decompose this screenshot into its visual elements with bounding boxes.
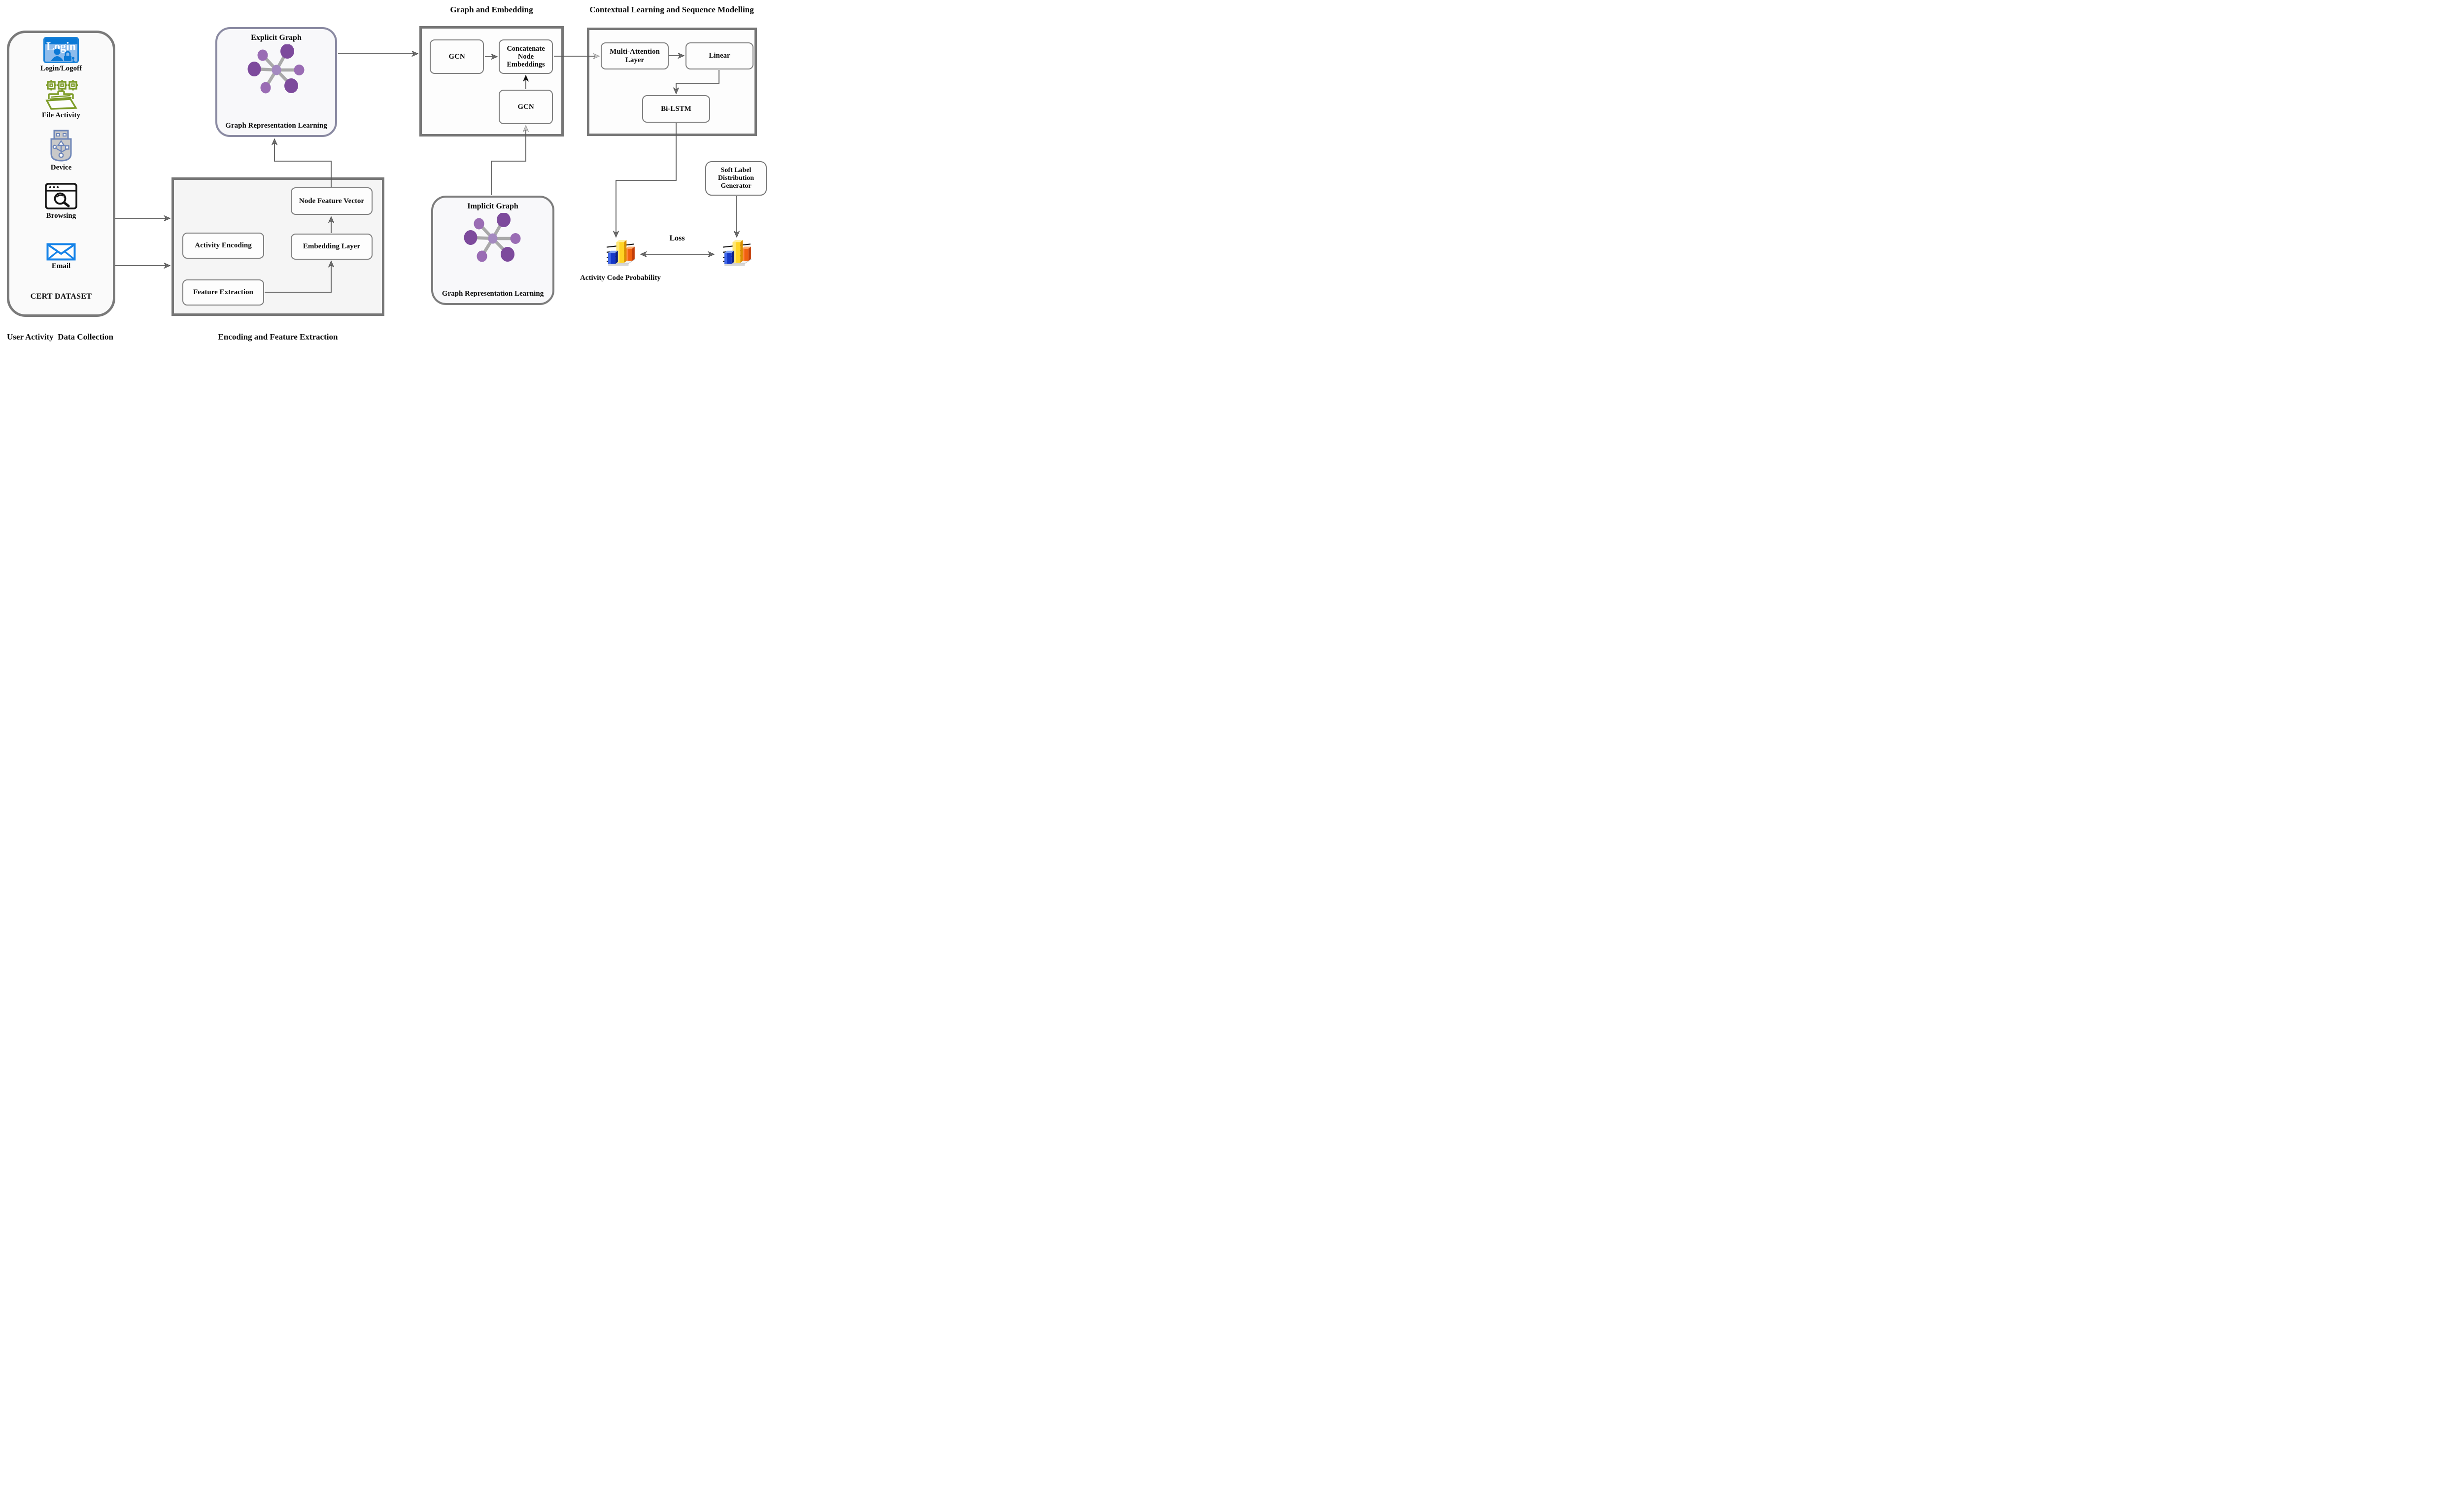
panel-item-file-activity: File Activity [42, 79, 80, 120]
feature-extraction-box: Feature Extraction [182, 279, 264, 306]
file-activity-icon [45, 80, 78, 110]
login-icon: Login [43, 37, 79, 63]
caption-encoding: Encoding and Feature Extraction [218, 332, 338, 342]
svg-text:Login: Login [46, 40, 76, 53]
panel-item-login: Login Login/Logoff [40, 37, 82, 73]
implicit-graph-box: Implicit Graph Graph Representation Lear… [431, 196, 554, 305]
explicit-graph-subtitle: Graph Representation Learning [225, 122, 327, 130]
linear-box: Linear [685, 42, 753, 69]
dataset-label: CERT DATASET [30, 292, 92, 301]
embedding-layer-box: Embedding Layer [291, 234, 373, 260]
panel-item-label: Device [50, 164, 72, 171]
gcn-bottom-box: GCN [499, 90, 553, 124]
caption-user-activity: User Activity Data Collection [7, 332, 113, 342]
activity-code-probability-label: Activity Code Probability [580, 274, 661, 282]
graph-network-icon [247, 44, 304, 94]
graph-embedding-title: Graph and Embedding [450, 5, 533, 14]
panel-item-label: Login/Logoff [40, 65, 82, 72]
concatenate-embeddings-box: Concatenate Node Embeddings [499, 39, 553, 74]
soft-label-distribution-chart-icon [721, 239, 753, 270]
activity-probability-chart-icon [605, 239, 637, 270]
gcn-top-box: GCN [430, 39, 484, 74]
soft-label-generator-box: Soft Label Distribution Generator [705, 161, 767, 196]
panel-item-label: Email [51, 262, 71, 270]
panel-item-label: Browsing [46, 212, 76, 220]
email-icon [46, 243, 76, 261]
architecture-diagram: Login Login/Logoff [0, 0, 773, 351]
cert-dataset-panel: Login Login/Logoff [7, 31, 115, 317]
bilstm-box: Bi-LSTM [642, 95, 710, 123]
loss-label: Loss [669, 234, 685, 242]
explicit-graph-title: Explicit Graph [251, 34, 302, 42]
panel-item-device: Device [49, 130, 73, 172]
panel-item-email: Email [46, 243, 76, 271]
panel-item-browsing: Browsing [44, 182, 78, 220]
contextual-title: Contextual Learning and Sequence Modelli… [589, 5, 754, 14]
activity-encoding-box: Activity Encoding [182, 233, 264, 259]
implicit-graph-subtitle: Graph Representation Learning [442, 290, 544, 298]
browser-search-icon [45, 183, 77, 209]
node-feature-vector-box: Node Feature Vector [291, 187, 373, 215]
panel-item-label: File Activity [42, 111, 80, 119]
implicit-graph-title: Implicit Graph [467, 202, 518, 210]
arrow-bilstm-to-activity-prob [616, 123, 677, 237]
multi-attention-box: Multi-Attention Layer [601, 42, 669, 69]
usb-device-icon [50, 130, 72, 162]
explicit-graph-box: Explicit Graph Graph Representation Lear… [215, 27, 337, 137]
graph-network-icon [464, 213, 521, 262]
